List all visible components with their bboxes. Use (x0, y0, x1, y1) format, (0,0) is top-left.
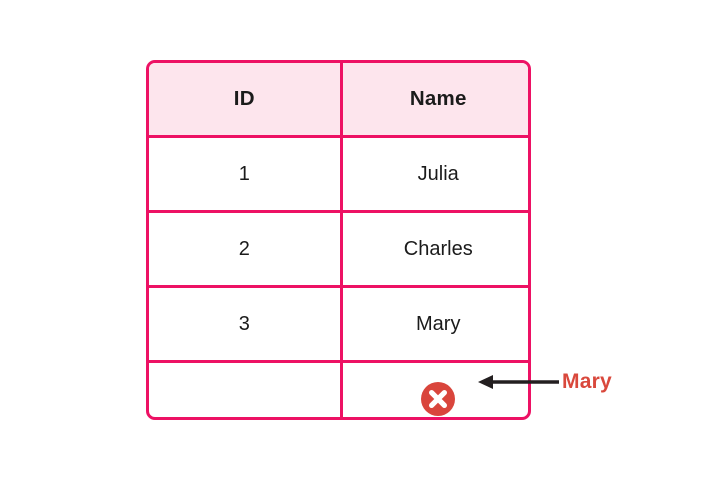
cell-id: 1 (149, 136, 343, 212)
cell-id: 2 (149, 211, 343, 287)
cell-name: Charles (403, 238, 473, 260)
column-header-id: ID (149, 63, 343, 137)
data-table: ID Name 1 Julia 2 Charles 3 Mary (146, 60, 531, 420)
table-row: 3 Mary (149, 286, 528, 362)
column-header-name: Name (341, 63, 528, 137)
cell-id: 3 (149, 286, 343, 362)
cell-name: Julia (417, 163, 459, 185)
table-body: 1 Julia 2 Charles 3 Mary (149, 136, 528, 418)
left-arrow-icon (476, 370, 560, 394)
annotation-label-mary: Mary (562, 370, 612, 393)
cell-id-empty (149, 361, 343, 417)
table-row: 2 Charles (149, 211, 528, 287)
error-circle-x-icon (420, 381, 456, 417)
table-element: ID Name 1 Julia 2 Charles 3 Mary (149, 63, 528, 418)
table-row (149, 361, 528, 418)
cell-name-error (341, 362, 528, 418)
header-row: ID Name (149, 63, 528, 137)
cell-name: Mary (416, 313, 461, 335)
table-row: 1 Julia (149, 136, 528, 212)
table-header: ID Name (149, 63, 528, 137)
